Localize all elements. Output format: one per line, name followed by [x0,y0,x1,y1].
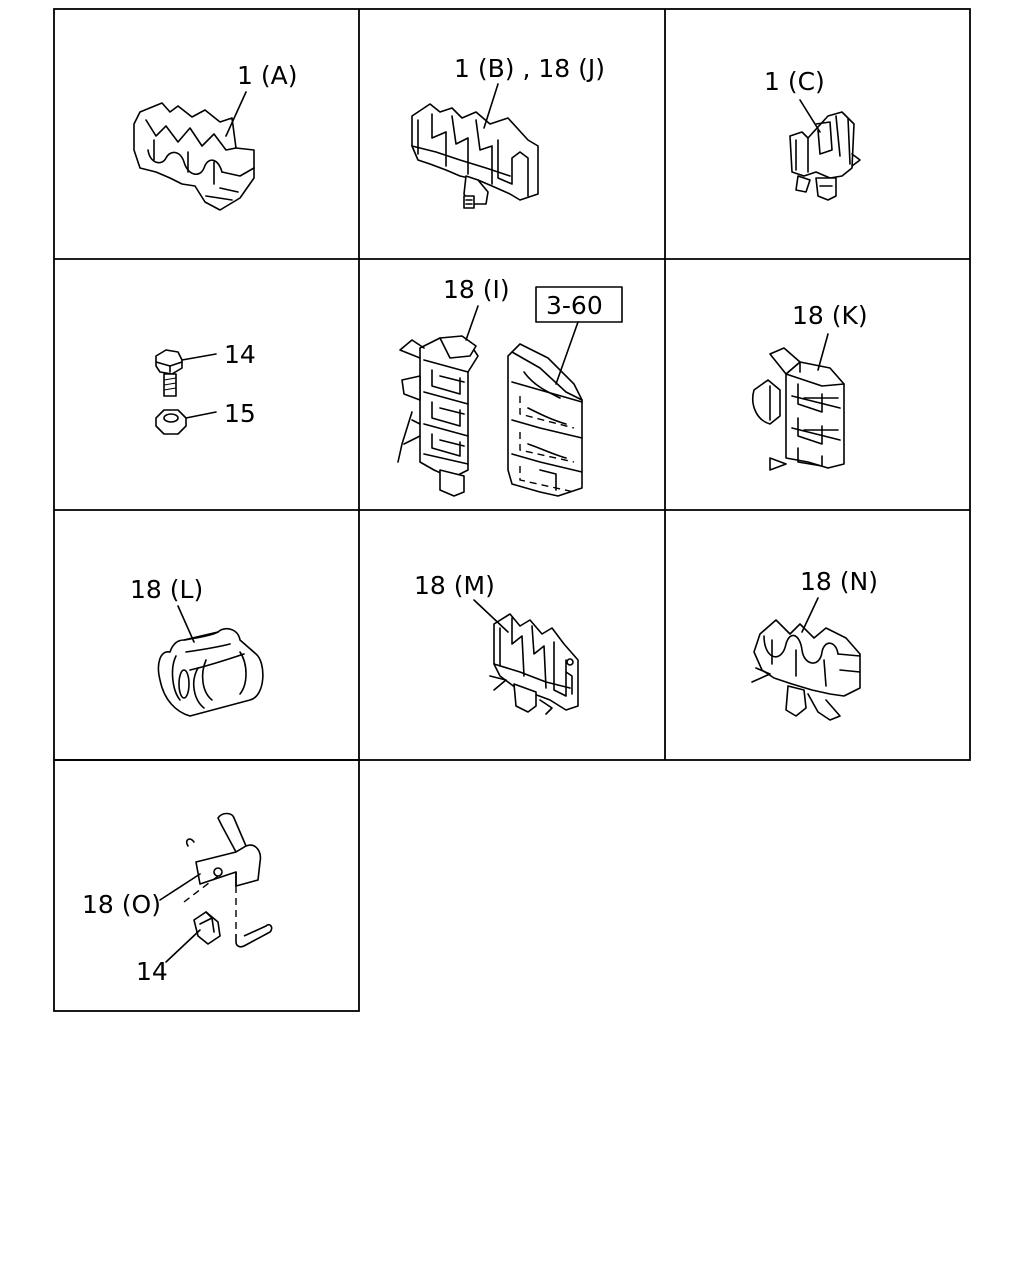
clip-18l-drawing [157,627,264,717]
leader-18l [177,605,195,643]
cell-18l: 18 (L) [130,575,264,717]
leader-1c [799,99,821,133]
nut-15-drawing [155,409,187,435]
cell-18k: 18 (K) [752,301,868,471]
leader-1a [225,91,247,137]
leader-14-lower [165,929,201,963]
clip-3-60-drawing [507,343,583,497]
clip-18k-drawing [752,347,845,471]
clip-18i-drawing [397,335,479,497]
leader-14 [181,353,217,361]
leader-18n [801,597,819,633]
label-1b-18j: 1 (B) , 18 (J) [454,54,605,83]
label-14: 14 [224,340,256,369]
leader-18o [159,873,201,901]
cell-1a: 1 (A) [133,61,297,211]
ref-box-3-60 [535,286,623,323]
cell-18n: 18 (N) [751,567,878,721]
label-1a: 1 (A) [237,61,297,90]
label-1c: 1 (C) [764,67,825,96]
leader-18m [473,599,509,633]
label-18m: 18 (M) [414,571,495,600]
leader-15 [185,411,217,419]
leader-1b-18j [483,83,499,129]
cell-1b-18j: 1 (B) , 18 (J) [411,54,605,209]
label-3-60: 3-60 [546,291,603,320]
bolt-14-drawing [155,349,183,397]
label-18k: 18 (K) [792,301,868,330]
label-18i: 18 (I) [443,275,510,304]
cell-1c: 1 (C) [764,67,861,201]
leader-18i [465,305,479,341]
grid-frame [53,8,971,1012]
cell-18i: 18 (I) 3-60 [397,275,623,497]
clip-18n-drawing [751,619,861,721]
label-15: 15 [224,399,256,428]
label-14-lower: 14 [136,957,168,986]
label-18n: 18 (N) [800,567,878,596]
label-18l: 18 (L) [130,575,203,604]
cell-18m: 18 (M) [414,571,579,715]
clip-18m-drawing [489,613,579,715]
cell-14-15: 14 15 [155,340,256,435]
clip-1c-drawing [789,111,861,201]
label-18o: 18 (O) [82,890,161,919]
leader-3-60 [555,321,579,385]
clamp-18o-drawing [183,812,273,948]
leader-18k [817,333,829,371]
clip-1b-18j-drawing [411,103,539,209]
cell-18o: 18 (O) 14 [82,812,273,986]
clip-1a-drawing [133,102,255,211]
